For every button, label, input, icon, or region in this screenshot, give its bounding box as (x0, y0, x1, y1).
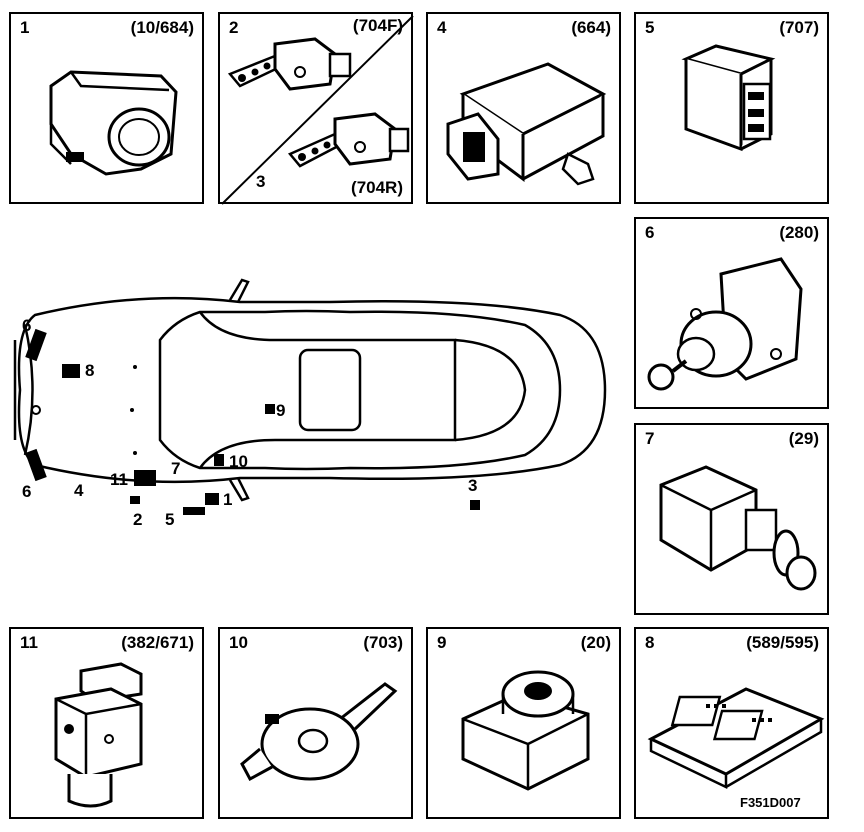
ignition-switch-icon (461, 670, 590, 791)
car-label-8: 8 (85, 361, 95, 380)
panel-code: (10/684) (130, 18, 194, 37)
car-label-3: 3 (468, 476, 478, 495)
car-label-7: 7 (171, 459, 181, 478)
component-panel-9: 9 (20) (426, 627, 621, 819)
panel-number: 11 (20, 633, 38, 652)
panel-code: (280) (779, 223, 819, 242)
car-label-2: 2 (133, 510, 143, 529)
figure-id: F351D007 (740, 795, 801, 810)
panel-number: 5 (645, 18, 655, 37)
panel-number: 4 (437, 18, 447, 37)
panel-code: (20) (580, 633, 611, 652)
abs-unit-icon (54, 662, 143, 808)
car-label-5: 5 (165, 510, 175, 529)
component-panel-5: 5 (707) (634, 12, 829, 204)
component-panel-4: 4 (664) (426, 12, 621, 204)
component-panel-8: 8 (589/595) (634, 627, 829, 819)
car-label-9: 9 (276, 401, 286, 420)
car-top-view-diagram (13, 278, 607, 515)
component-panel-11: 11 (382/671) (9, 627, 204, 819)
panel-number: 7 (645, 429, 655, 448)
component-panel-2-3: 2 (704F) 3 (704R) (218, 12, 414, 205)
panel-code: (29) (788, 429, 819, 448)
panel-number: 2 (229, 18, 239, 37)
panel-code: (703) (363, 633, 403, 652)
component-panel-1: 1 (10/684) (9, 12, 204, 204)
car-label-6-top: 6 (22, 316, 32, 335)
panel-code: (589/595) (746, 633, 819, 652)
panel-number: 10 (229, 633, 248, 652)
car-label-10: 10 (229, 452, 248, 471)
panel-code-b: (704R) (351, 178, 403, 197)
component-panel-7: 7 (29) (634, 423, 829, 615)
panel-code: (707) (779, 18, 819, 37)
control-module-icon (446, 62, 607, 186)
headlight-motor-icon (647, 257, 803, 391)
panel-number: 9 (437, 633, 447, 652)
panel-code: (704F) (352, 16, 403, 35)
panel-number: 6 (645, 223, 655, 242)
panel-number-b: 3 (256, 172, 266, 191)
panel-code: (664) (571, 18, 611, 37)
component-panel-10: 10 (703) (218, 627, 413, 819)
car-label-11: 11 (110, 470, 128, 489)
panel-code: (382/671) (121, 633, 194, 652)
ecu-icon (647, 687, 825, 789)
panel-number: 1 (20, 18, 30, 37)
component-panel-6: 6 (280) (634, 217, 829, 409)
level-sensor-icon (221, 15, 414, 205)
switch-panel-icon (49, 70, 178, 176)
car-label-6-bottom: 6 (22, 482, 32, 501)
steering-sensor-icon (240, 682, 398, 782)
panel-number: 8 (645, 633, 655, 652)
brake-switch-icon (659, 465, 817, 591)
relay-module-icon (681, 44, 776, 152)
car-label-4: 4 (74, 481, 84, 500)
car-label-1: 1 (223, 490, 233, 509)
